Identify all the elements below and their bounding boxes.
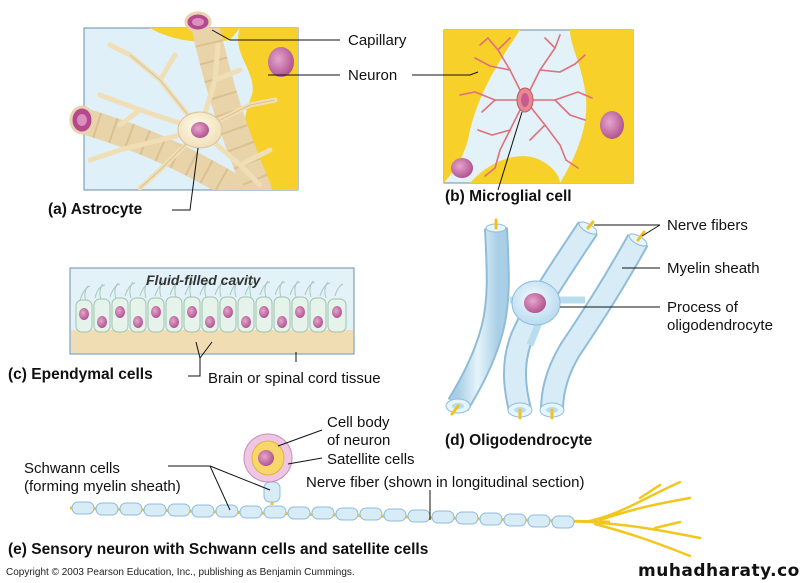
caption-ependymal-title: Ependymal cells — [31, 366, 153, 383]
label-process-line1: Process of — [667, 299, 738, 316]
label-process-line2: oligodendrocyte — [667, 317, 773, 334]
caption-ependymal-letter: (c) — [8, 366, 27, 383]
astrocyte-panel — [69, 11, 299, 191]
label-neuron: Neuron — [348, 67, 398, 84]
astrocyte-leader-lines — [172, 29, 340, 211]
caption-astrocyte-letter: (a) — [48, 201, 67, 218]
caption-ependymal: (c) Ependymal cells — [8, 366, 153, 384]
caption-microglia: (b) Microglial cell — [445, 188, 572, 206]
ependymal-leader-lines — [188, 341, 297, 377]
label-cell-body-line2: of neuron — [327, 432, 391, 449]
oligodendrocyte-leader-lines — [560, 224, 661, 308]
label-nerve-fibers: Nerve fibers — [667, 217, 748, 234]
caption-astrocyte: (a) Astrocyte — [48, 201, 142, 219]
copyright-text: Copyright © 2003 Pearson Education, Inc.… — [6, 567, 355, 578]
oligodendrocyte-panel — [445, 218, 649, 420]
caption-microglia-title: Microglial cell — [469, 188, 572, 205]
label-satellite-cells: Satellite cells — [327, 451, 415, 468]
sensory-leader-lines — [168, 429, 431, 520]
caption-astrocyte-title: Astrocyte — [70, 201, 143, 218]
label-myelin-sheath: Myelin sheath — [667, 260, 760, 277]
watermark: muhadharaty.com — [638, 561, 800, 581]
label-nerve-fiber: Nerve fiber (shown in longitudinal secti… — [306, 474, 585, 491]
caption-oligodendrocyte-title: Oligodendrocyte — [469, 432, 593, 449]
label-schwann-line2: (forming myelin sheath) — [24, 478, 181, 495]
caption-sensory-title: Sensory neuron with Schwann cells and sa… — [31, 541, 429, 558]
label-cell-body-line1: Cell body — [327, 414, 390, 431]
caption-oligodendrocyte-letter: (d) — [445, 432, 465, 449]
label-schwann-line1: Schwann cells — [24, 460, 120, 477]
label-fluid-filled-cavity: Fluid-filled cavity — [146, 272, 261, 288]
caption-sensory-letter: (e) — [8, 541, 27, 558]
caption-oligodendrocyte: (d) Oligodendrocyte — [445, 432, 592, 450]
sensory-neuron-panel — [69, 433, 702, 558]
microglia-leader-lines — [412, 71, 523, 191]
label-brain-tissue: Brain or spinal cord tissue — [208, 370, 381, 387]
ependymal-panel — [69, 267, 355, 355]
caption-microglia-letter: (b) — [445, 188, 465, 205]
caption-sensory-neuron: (e) Sensory neuron with Schwann cells an… — [8, 541, 428, 559]
label-capillary: Capillary — [348, 32, 407, 49]
microglia-panel — [443, 29, 634, 184]
